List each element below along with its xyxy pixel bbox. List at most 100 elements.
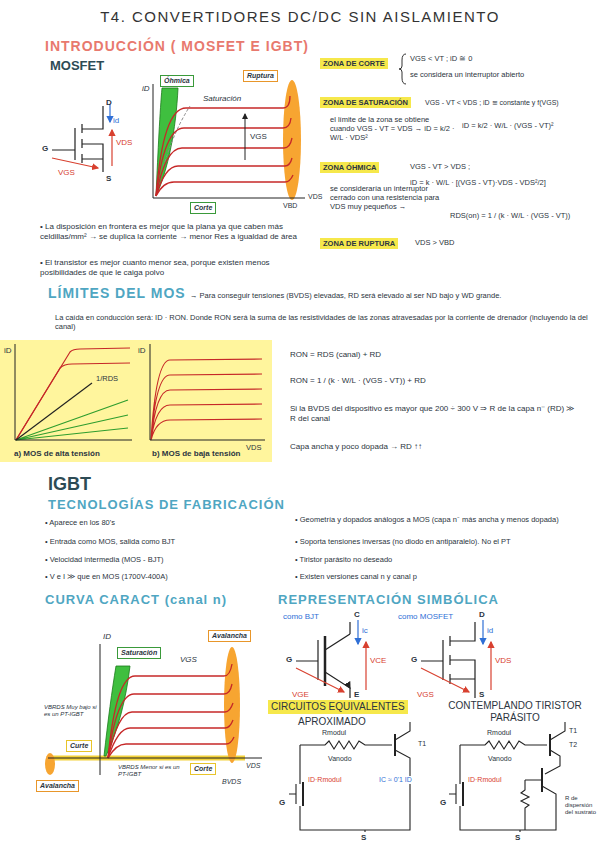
note-text: como MOSFET xyxy=(398,612,453,622)
note-text: VGS - VT < VDS ; iD ≅ constante y f(VGS) xyxy=(425,99,559,107)
note-text: • Aparece en los 80's xyxy=(45,518,285,527)
note-text: iD xyxy=(142,84,150,94)
note-text: R de dispersión del sustrato xyxy=(565,795,597,817)
note-text: IGBT xyxy=(48,474,91,496)
tag-text: Avalancha xyxy=(212,632,247,640)
note-text: Vanodo xyxy=(328,755,352,763)
note-text: VGS xyxy=(249,132,268,142)
note-text: T2 xyxy=(569,741,577,749)
note-text: id xyxy=(487,626,493,636)
note-text: • Soporta tensiones inversas (no diodo e… xyxy=(295,537,595,546)
note-text: a) MOS de alta tensión xyxy=(14,449,100,459)
zone-highlight: ZONA DE CORTE xyxy=(320,58,388,69)
note-text: G xyxy=(440,798,446,808)
note-text: ID xyxy=(103,632,111,642)
note-text: • Velocidad intermedia (MOS - BJT) xyxy=(45,555,285,564)
mosfet-symbol xyxy=(52,104,112,172)
zone-highlight: CIRCUITOS EQUIVALENTES xyxy=(268,700,408,714)
note-text: se considera un interruptor abierto xyxy=(410,70,524,79)
note-text: CONTEMPLANDO TIRISTOR PARÁSITO xyxy=(440,700,590,724)
note-text: S xyxy=(479,690,484,700)
note-text: • La disposición en frontera es mejor qu… xyxy=(40,222,310,241)
note-text: S xyxy=(515,833,520,843)
note-text: VBRDS Muy bajo si es un PT-IGBT xyxy=(44,704,100,718)
note-text: RON = 1 / (k · W/L · (VGS - VT)) + RD xyxy=(290,376,426,386)
note-text: VDS xyxy=(116,138,132,148)
note-text: La caída en conducción será: ID · RON. D… xyxy=(55,313,590,331)
tag-text: Curte xyxy=(70,742,88,750)
tag-text: ZONA DE CORTE xyxy=(323,59,385,68)
section-heading: INTRODUCCIÓN ( MOSFET E IGBT) xyxy=(45,38,309,55)
region-tag: Óhmica xyxy=(160,75,194,87)
note-text: el límite de la zona se obtiene cuando V… xyxy=(330,115,455,142)
note-text: VDS xyxy=(308,193,322,201)
section-heading: TECNOLOGÍAS DE FABRICACIÓN xyxy=(48,497,285,513)
note-text: RON = RDS (canal) + RD xyxy=(290,350,381,360)
note-text: IC ≈ 0'1 ID xyxy=(378,776,413,784)
note-text: VGE xyxy=(292,690,309,700)
note-text: • Tiristor parásito no deseado xyxy=(295,555,595,564)
note-text: S xyxy=(361,833,366,843)
note-text: • Entrada como MOS, salida como BJT xyxy=(45,537,285,546)
note-text: • Existen versiones canal n y canal p xyxy=(295,572,595,581)
region-tag: Avalancha xyxy=(36,780,79,792)
tag-text: ZONA DE RUPTURA xyxy=(323,239,395,248)
note-text: • V e I ≫ que en MOS (1700V-400A) xyxy=(45,572,285,581)
note-text: BVDS xyxy=(222,778,241,786)
note-text: MOSFET xyxy=(50,58,104,74)
region-tag: Corte xyxy=(190,763,216,775)
note-text: APROXIMADO xyxy=(298,716,366,728)
region-tag: Avalancha xyxy=(208,630,251,642)
tag-text: Saturación xyxy=(121,649,157,657)
note-text: T1 xyxy=(569,727,577,735)
note-text: D xyxy=(479,610,485,620)
zone-highlight: ZONA DE SATURACIÓN xyxy=(320,97,411,108)
tag-text: Ruptura xyxy=(247,72,274,80)
note-text: iD = k/2 · W/L · (VGS - VT)² xyxy=(462,121,554,130)
note-text: G xyxy=(286,655,292,665)
note-text: • El transistor es mejor cuanto menor se… xyxy=(40,258,310,277)
igbt-chart xyxy=(45,644,262,775)
region-tag: Curte xyxy=(66,740,92,752)
note-text: VGS xyxy=(180,655,197,665)
note-text: D xyxy=(106,98,112,108)
tag-text: ZONA ÓHMICA xyxy=(323,163,376,172)
tag-text: Avalancha xyxy=(40,782,75,790)
note-text: Saturación xyxy=(203,94,241,104)
note-text: G xyxy=(42,144,48,154)
page-title: T4. CONVERTIDORES DC/DC SIN AISLAMIENTO xyxy=(0,8,600,25)
note-text: VDS xyxy=(246,762,260,770)
note-text: VDS xyxy=(495,656,511,666)
zone-highlight: ZONA DE RUPTURA xyxy=(320,238,398,249)
equivalent-circuits xyxy=(289,722,565,832)
note-text: VBRDS Menor si es un PT-IGBT xyxy=(118,764,186,778)
note-text: RDS(on) = 1 / (k · W/L · (VGS - VT)) xyxy=(450,211,590,220)
note-text: VBD xyxy=(283,202,297,210)
note-text: C xyxy=(354,610,360,620)
note-text: VGS xyxy=(58,168,75,178)
note-text: id xyxy=(113,116,119,126)
note-text: G xyxy=(411,655,417,665)
note-text: iD = k · W/L · [(VGS - VT)·VDS - VDS²/2] xyxy=(410,178,546,187)
note-text: G xyxy=(279,798,285,808)
note-text: E xyxy=(354,690,359,700)
mosfet-chart xyxy=(153,80,305,200)
note-text: se consideraría un interruptor cerrado c… xyxy=(330,184,445,211)
note-text: Si la BVDS del dispositivo es mayor que … xyxy=(290,404,580,423)
note-text: VDS > VBD xyxy=(415,238,454,247)
section-heading: CURVA CARACT (canal n) xyxy=(45,592,227,608)
note-text: iD xyxy=(138,346,146,356)
tag-text: CIRCUITOS EQUIVALENTES xyxy=(271,701,405,713)
region-tag: Ruptura xyxy=(243,70,278,82)
note-text: VGS xyxy=(417,690,434,700)
note-text: ID·Rmodul xyxy=(468,776,501,784)
note-text: S xyxy=(106,174,111,184)
note-text: Vanodo xyxy=(488,755,512,763)
note-text: T1 xyxy=(418,740,426,748)
note-text: ic xyxy=(362,626,368,636)
note-text: Rmodul xyxy=(322,729,346,737)
note-text: b) MOS de baja tensión xyxy=(152,449,240,459)
igbt-symbols xyxy=(296,620,491,698)
zone-highlight: ZONA ÓHMICA xyxy=(320,162,379,173)
